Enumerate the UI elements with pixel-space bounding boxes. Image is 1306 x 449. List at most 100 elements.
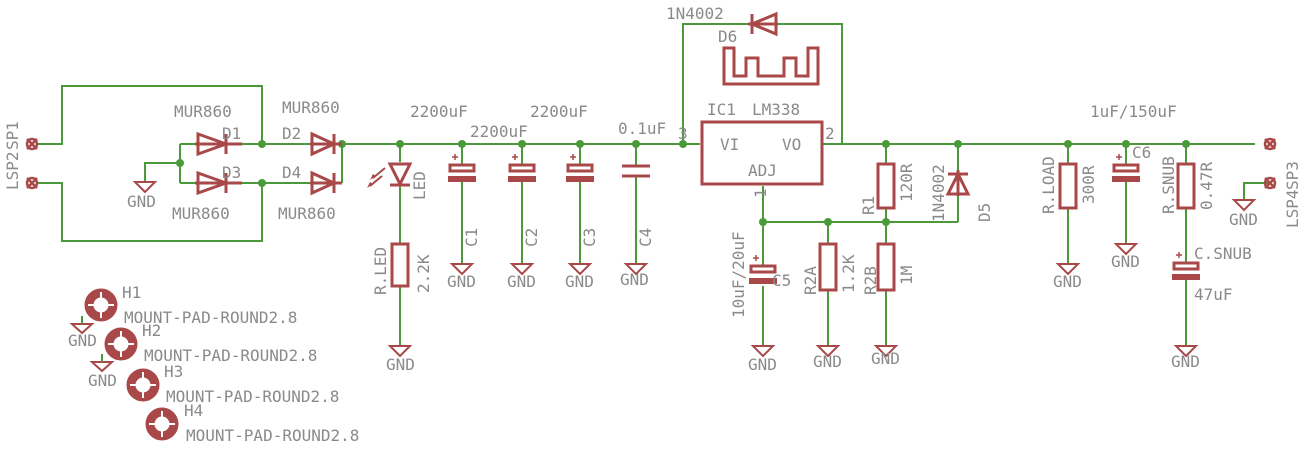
label-rsnub: R.SNUB <box>1159 156 1178 214</box>
label-gnd-r2b: GND <box>871 349 900 368</box>
label-rled: R.LED <box>371 247 390 295</box>
terminal-sp1 <box>25 137 39 190</box>
label-c6: C6 <box>1132 143 1151 162</box>
diode-d1 <box>195 131 242 157</box>
label-gnd-rled: GND <box>386 355 415 374</box>
label-h1: H1 <box>122 283 141 302</box>
label-c4-value: 0.1uF <box>618 119 666 138</box>
label-sp1: SP1 <box>3 121 22 150</box>
resistor-rled <box>390 242 410 288</box>
label-h3: H3 <box>164 362 183 381</box>
heatsink <box>722 46 820 86</box>
label-r2a-value: 1.2K <box>839 254 858 293</box>
label-c1-value: 2200uF <box>410 102 468 121</box>
label-gnd-rload: GND <box>1053 272 1082 291</box>
label-ic1: IC1 <box>707 100 736 119</box>
terminal-sp3 <box>1263 137 1277 190</box>
wires <box>36 23 1270 346</box>
label-csnub: C.SNUB <box>1194 244 1252 263</box>
capacitor-c6 <box>1112 154 1140 182</box>
label-pin1: 1 <box>751 188 770 198</box>
capacitor-c3 <box>566 154 594 182</box>
label-led: LED <box>410 171 429 200</box>
label-gnd-sp3: GND <box>1229 210 1258 229</box>
label-csnub-value: 47uF <box>1194 285 1233 304</box>
label-rload-value: 300R <box>1079 165 1098 204</box>
label-sp3: SP3 <box>1283 161 1302 190</box>
label-gnd-c6: GND <box>1111 252 1140 271</box>
label-c5: C5 <box>772 271 791 290</box>
label-mount-h3: MOUNT-PAD-ROUND2.8 <box>166 387 339 406</box>
diode-d2 <box>310 131 342 157</box>
label-pin3: 3 <box>678 124 688 143</box>
label-gnd-bridge: GND <box>127 192 156 211</box>
label-pin2: 2 <box>825 124 835 143</box>
label-gnd-c5: GND <box>748 355 777 374</box>
label-c2: C2 <box>522 228 541 247</box>
label-c3: C3 <box>580 228 599 247</box>
label-r2a: R2A <box>801 266 820 295</box>
label-r1: R1 <box>859 196 878 215</box>
label-c4: C4 <box>636 228 655 247</box>
label-r2b: R2B <box>861 266 880 295</box>
label-d6-part: 1N4002 <box>666 4 724 23</box>
label-d1: D1 <box>222 124 241 143</box>
label-d3: D3 <box>222 163 241 182</box>
resistor-rsnub <box>1176 162 1196 210</box>
mount-pad-h3 <box>126 368 160 402</box>
diode-d6 <box>748 11 778 37</box>
label-c1: C1 <box>462 228 481 247</box>
resistor-r1 <box>876 162 896 210</box>
label-gnd-c1: GND <box>447 272 476 291</box>
label-gnd-c2: GND <box>507 272 536 291</box>
led <box>367 162 413 188</box>
label-adj: ADJ <box>748 161 777 180</box>
label-d2: D2 <box>282 124 301 143</box>
label-c2-value: 2200uF <box>470 122 528 141</box>
capacitor-c5 <box>749 255 777 284</box>
label-lm338: LM338 <box>752 100 800 119</box>
capacitor-c4 <box>622 164 650 178</box>
capacitor-c1 <box>448 154 476 182</box>
label-rled-value: 2.2K <box>414 254 433 293</box>
label-r2b-value: 1M <box>897 266 916 285</box>
label-rload: R.LOAD <box>1039 156 1058 214</box>
resistor-r2a <box>818 242 838 292</box>
label-h2: H2 <box>142 321 161 340</box>
label-gnd-h1: GND <box>68 331 97 350</box>
label-vo: VO <box>782 135 801 154</box>
label-mount-h1: MOUNT-PAD-ROUND2.8 <box>124 308 297 327</box>
mount-pad-h2 <box>104 327 138 361</box>
label-mur-d4: MUR860 <box>278 204 336 223</box>
regulator-ic1 <box>700 120 824 186</box>
label-d6: D6 <box>718 27 737 46</box>
label-rsnub-value: 0.47R <box>1197 161 1216 210</box>
label-gnd-c3: GND <box>565 272 594 291</box>
label-gnd-h2: GND <box>88 371 117 390</box>
mount-pad-h4 <box>145 407 179 441</box>
label-d5: D5 <box>975 203 994 222</box>
diode-d3 <box>195 170 242 196</box>
mount-pad-h1 <box>84 288 118 322</box>
label-r1-value: 120R <box>897 163 916 202</box>
label-c3-value: 2200uF <box>530 102 588 121</box>
label-d5-part: 1N4002 <box>929 164 948 222</box>
resistor-r2b <box>876 242 896 292</box>
label-d4: D4 <box>282 163 301 182</box>
label-mur-d2: MUR860 <box>282 98 340 117</box>
capacitor-c2 <box>508 154 536 182</box>
label-c5-value: 10uF/20uF <box>729 231 748 318</box>
diode-d4 <box>310 170 342 196</box>
label-gnd-csnub: GND <box>1171 352 1200 371</box>
label-vi: VI <box>720 135 739 154</box>
label-mount-h4: MOUNT-PAD-ROUND2.8 <box>186 426 359 445</box>
ground-symbols <box>69 181 1257 373</box>
label-lsp4: LSP4 <box>1283 189 1302 228</box>
capacitor-csnub <box>1172 252 1200 280</box>
labels: MUR860 D1 D3 MUR860 MUR860 D2 D4 MUR860 … <box>3 4 1302 445</box>
label-gnd-r2a: GND <box>813 352 842 371</box>
label-lsp2: LSP2 <box>3 151 22 190</box>
label-gnd-c4: GND <box>620 270 649 289</box>
junctions <box>176 140 1190 226</box>
